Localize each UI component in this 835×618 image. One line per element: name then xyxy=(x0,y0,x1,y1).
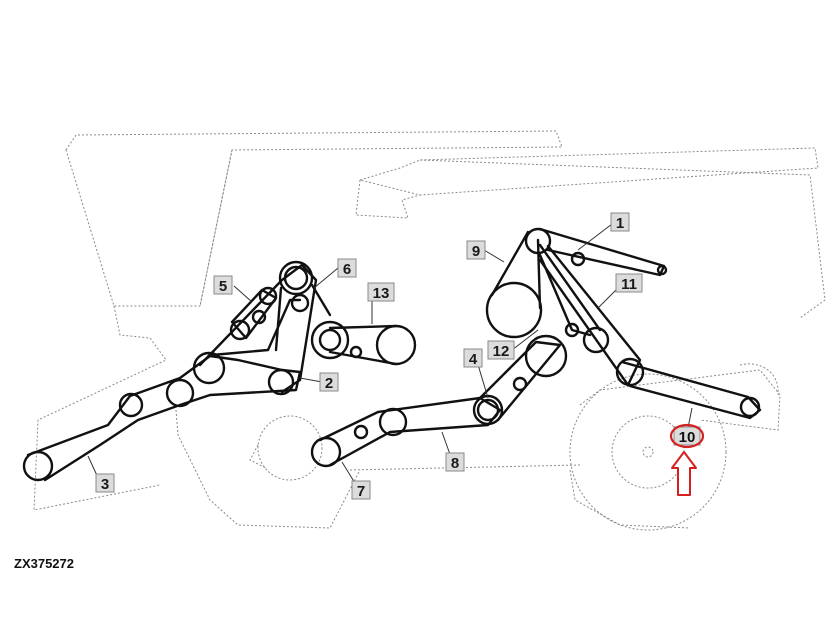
svg-text:13: 13 xyxy=(373,285,390,302)
pulley xyxy=(267,368,295,396)
label-4: 4 xyxy=(463,348,483,368)
label-7: 7 xyxy=(351,480,371,500)
belt-13 xyxy=(310,320,417,366)
label-9: 9 xyxy=(466,240,486,260)
belt-6 xyxy=(274,260,332,352)
svg-text:4: 4 xyxy=(469,351,478,368)
up-arrow-icon xyxy=(671,451,697,496)
pulley xyxy=(564,322,580,338)
leader-lines xyxy=(87,223,693,489)
pulley xyxy=(378,407,408,437)
pulley xyxy=(512,376,528,392)
svg-text:5: 5 xyxy=(219,278,227,295)
pulley xyxy=(278,260,314,296)
belt-2 xyxy=(192,263,318,396)
pulley xyxy=(310,436,342,468)
pulley xyxy=(310,320,350,360)
svg-text:2: 2 xyxy=(325,375,333,392)
belt-9 xyxy=(485,227,552,339)
svg-text:3: 3 xyxy=(101,476,109,493)
label-11: 11 xyxy=(615,273,643,293)
belt-5 xyxy=(229,286,278,341)
pulley xyxy=(165,378,195,408)
pulley xyxy=(570,251,586,267)
svg-text:1: 1 xyxy=(616,215,624,232)
pulley xyxy=(582,326,610,354)
combine-outline xyxy=(33,130,826,531)
pulley xyxy=(524,227,552,255)
pulley xyxy=(476,398,500,422)
belt-system xyxy=(22,227,762,482)
pulley xyxy=(229,319,251,341)
label-5: 5 xyxy=(213,275,233,295)
pulley xyxy=(192,351,226,385)
pulley xyxy=(485,281,543,339)
pulley xyxy=(375,324,417,366)
belt-10 xyxy=(620,360,762,420)
pulley xyxy=(353,424,369,440)
part-labels: 1 2 3 4 5 6 7 8 xyxy=(95,212,643,500)
svg-text:11: 11 xyxy=(621,276,637,293)
svg-text:10: 10 xyxy=(679,429,696,446)
pulley xyxy=(318,328,342,352)
pulley xyxy=(524,334,568,378)
svg-text:9: 9 xyxy=(472,243,480,260)
pulley xyxy=(283,265,309,291)
svg-text:8: 8 xyxy=(451,455,459,472)
label-6: 6 xyxy=(337,258,357,278)
highlight-circle xyxy=(669,423,705,449)
belt-11 xyxy=(538,243,645,387)
svg-text:6: 6 xyxy=(343,261,351,278)
label-8: 8 xyxy=(445,452,465,472)
label-12: 12 xyxy=(487,340,515,360)
belt-7-8 xyxy=(310,394,504,468)
pulley xyxy=(258,286,278,306)
belt-3 xyxy=(22,354,302,482)
pulley xyxy=(472,394,504,426)
label-3: 3 xyxy=(95,473,115,493)
drawing-code: ZX375272 xyxy=(14,556,74,571)
pulley xyxy=(22,450,54,482)
belt-4 xyxy=(476,334,568,422)
pulley xyxy=(290,293,310,313)
belt-1 xyxy=(538,227,668,277)
pulley xyxy=(118,392,144,418)
pulley xyxy=(739,396,761,418)
label-2: 2 xyxy=(319,372,339,392)
pulley xyxy=(656,264,668,276)
svg-text:7: 7 xyxy=(357,483,365,500)
label-13: 13 xyxy=(367,282,395,302)
label-1: 1 xyxy=(610,212,630,232)
pulley xyxy=(251,309,267,325)
highlight-10: 10 xyxy=(669,423,705,496)
svg-text:12: 12 xyxy=(493,343,510,360)
belt-12 xyxy=(538,253,592,338)
